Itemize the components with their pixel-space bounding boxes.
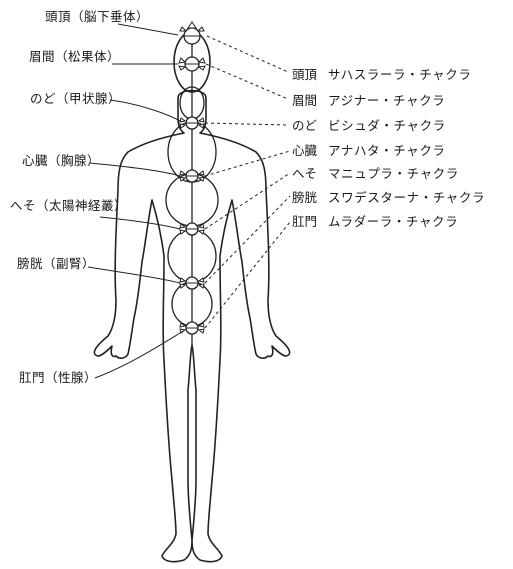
chakra-crown xyxy=(180,22,204,44)
chakra-throat xyxy=(180,117,204,129)
chakra-bladder xyxy=(180,277,204,289)
right-label-throat: のどビシュダ・チャクラ xyxy=(292,118,446,134)
right-organ-navel: へそ xyxy=(292,166,328,182)
label-brow: 眉間（松果体） xyxy=(29,49,120,65)
dash-anus xyxy=(205,222,290,328)
leader-crown xyxy=(118,24,178,35)
right-label-anus: 肛門ムラダーラ・チャクラ xyxy=(292,214,458,230)
right-chakra-heart: アナハタ・チャクラ xyxy=(328,143,446,158)
right-chakra-brow: アジナー・チャクラ xyxy=(328,93,445,108)
right-organ-throat: のど xyxy=(292,118,328,134)
right-organ-brow: 眉間 xyxy=(292,93,328,109)
dash-heart xyxy=(205,151,290,176)
label-bladder: 膀胱（副腎） xyxy=(17,256,95,272)
right-label-bladder: 膀胱スワデスターナ・チャクラ xyxy=(292,190,485,206)
right-chakra-navel: マニュプラ・チャクラ xyxy=(328,166,459,181)
right-chakra-crown: サハスラーラ・チャクラ xyxy=(328,67,471,82)
label-throat: のど（甲状腺） xyxy=(30,91,121,107)
right-label-crown: 頭頂サハスラーラ・チャクラ xyxy=(292,67,471,83)
leader-heart xyxy=(90,163,180,176)
label-heart: 心臓（胸腺） xyxy=(22,153,100,169)
chakra-brow xyxy=(179,57,205,71)
right-label-navel: へそマニュプラ・チャクラ xyxy=(292,166,459,182)
dash-throat xyxy=(205,123,288,125)
leader-anus xyxy=(95,330,185,378)
right-organ-bladder: 膀胱 xyxy=(292,190,328,206)
right-chakra-anus: ムラダーラ・チャクラ xyxy=(328,214,458,229)
dash-brow xyxy=(206,64,288,99)
right-label-heart: 心臓アナハタ・チャクラ xyxy=(292,143,446,159)
right-organ-crown: 頭頂 xyxy=(292,67,328,83)
label-crown: 頭頂（脳下垂体） xyxy=(45,9,149,25)
right-organ-anus: 肛門 xyxy=(292,214,328,230)
right-chakra-throat: ビシュダ・チャクラ xyxy=(328,118,446,133)
right-organ-heart: 心臓 xyxy=(292,143,328,159)
label-navel: へそ（太陽神経叢） xyxy=(10,198,127,214)
label-anus: 肛門（性腺） xyxy=(19,370,97,386)
dash-bladder xyxy=(205,196,290,283)
leader-bladder xyxy=(88,267,180,283)
right-chakra-bladder: スワデスターナ・チャクラ xyxy=(328,190,485,205)
dash-crown xyxy=(207,36,288,72)
leader-navel xyxy=(100,217,180,229)
right-label-brow: 眉間アジナー・チャクラ xyxy=(292,93,445,109)
